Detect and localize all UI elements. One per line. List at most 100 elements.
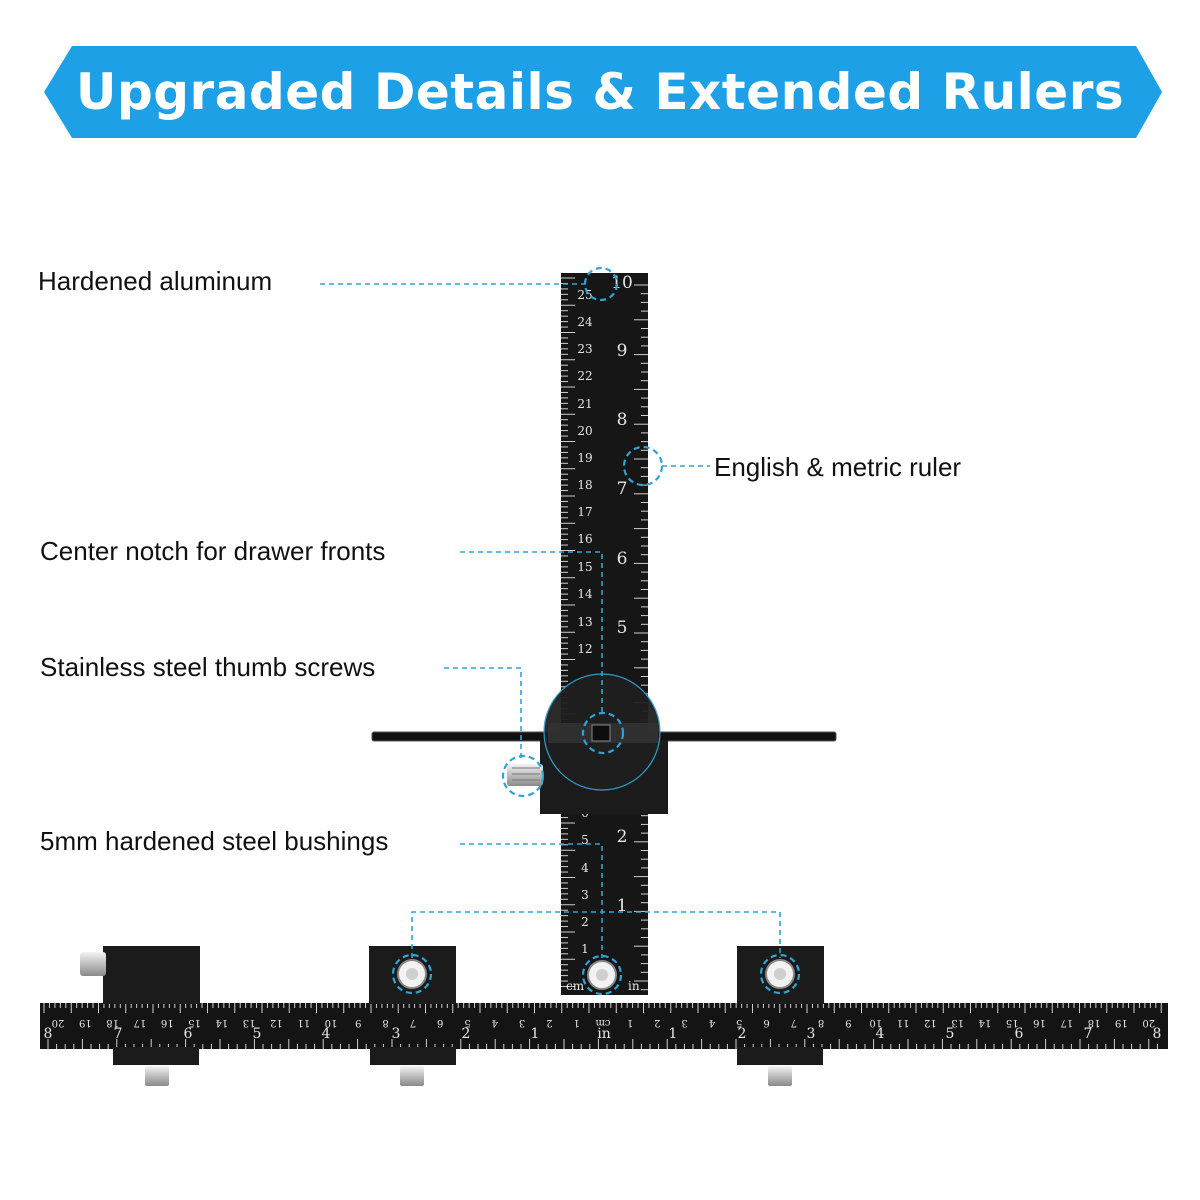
horizontal-inch-label: 3 xyxy=(392,1026,401,1042)
horizontal-center-mark: cm xyxy=(595,1017,611,1028)
horizontal-inch-label: 8 xyxy=(44,1026,53,1042)
leader-center-notch xyxy=(460,551,603,716)
horizontal-cm-label-left: 17 xyxy=(134,1017,147,1028)
horizontal-cm-label-left: 20 xyxy=(52,1017,65,1028)
ring-bushing-center xyxy=(581,954,623,996)
horizontal-cm-label-right: 4 xyxy=(709,1017,715,1028)
vertical-cm-label: 24 xyxy=(577,315,593,329)
horizontal-inch-label: 7 xyxy=(114,1026,123,1042)
vertical-inch-label: 5 xyxy=(617,618,628,638)
vertical-cm-unit: cm xyxy=(566,979,585,993)
horizontal-inch-label: 2 xyxy=(738,1026,747,1042)
vertical-cm-label: 16 xyxy=(577,532,592,546)
horizontal-ruler xyxy=(40,1003,1168,1049)
horizontal-cm-label-left: 12 xyxy=(270,1017,283,1028)
vertical-cm-label: 3 xyxy=(581,888,589,902)
vertical-inch-label: 9 xyxy=(617,341,628,361)
horizontal-cm-label-left: 7 xyxy=(410,1017,416,1028)
ring-bushing-left xyxy=(391,953,433,995)
left-stop-screw xyxy=(80,952,106,976)
horizontal-cm-label-right: 15 xyxy=(1006,1017,1019,1028)
horizontal-cm-label-right: 10 xyxy=(869,1017,882,1028)
vertical-cm-label: 5 xyxy=(581,833,589,847)
horizontal-cm-label-left: 11 xyxy=(297,1017,310,1028)
horizontal-inch-label: 1 xyxy=(531,1026,540,1042)
vertical-cm-label: 23 xyxy=(577,342,592,356)
horizontal-cm-label-right: 6 xyxy=(763,1017,769,1028)
vertical-inch-label: 2 xyxy=(617,827,628,847)
horizontal-cm-label-right: 20 xyxy=(1142,1017,1155,1028)
vertical-cm-label: 4 xyxy=(581,861,589,875)
leader-steel-bushings xyxy=(460,843,603,958)
vertical-cm-label: 18 xyxy=(577,478,592,492)
vertical-in-unit: in xyxy=(628,979,640,993)
horizontal-cm-label-left: 1 xyxy=(574,1017,580,1028)
vertical-cm-label: 12 xyxy=(577,642,592,656)
horizontal-cm-label-left: 10 xyxy=(325,1017,338,1028)
horizontal-cm-label-right: 7 xyxy=(791,1017,797,1028)
horizontal-inch-label: 8 xyxy=(1153,1026,1162,1042)
horizontal-inch-label: 5 xyxy=(253,1026,262,1042)
header-banner xyxy=(44,46,1162,138)
vertical-cm-label: 17 xyxy=(577,505,592,519)
vertical-inch-label: 1 xyxy=(617,896,628,916)
horizontal-cm-label-left: 8 xyxy=(382,1017,388,1028)
horizontal-inch-label: 1 xyxy=(669,1026,678,1042)
vertical-cm-label: 14 xyxy=(577,587,593,601)
horizontal-cm-label-right: 13 xyxy=(951,1017,964,1028)
callout-english-metric-ruler: English & metric ruler xyxy=(714,452,962,482)
ring-english-metric-ruler xyxy=(622,445,664,487)
horizontal-inch-label: 7 xyxy=(1084,1026,1093,1042)
vertical-cm-label: 19 xyxy=(577,451,592,465)
horizontal-inch-label: in xyxy=(597,1026,611,1042)
horizontal-inch-label: 4 xyxy=(322,1026,331,1042)
vertical-inch-label: 6 xyxy=(617,549,628,569)
vertical-ruler xyxy=(561,273,648,995)
vertical-cm-label: 15 xyxy=(577,560,592,574)
horizontal-cm-label-right: 17 xyxy=(1060,1017,1073,1028)
horizontal-cm-label-left: 15 xyxy=(188,1017,201,1028)
ring-center-notch xyxy=(581,711,625,755)
thumb-screw xyxy=(507,764,543,786)
vertical-cm-label: 2 xyxy=(581,915,589,929)
horizontal-inch-label: 2 xyxy=(462,1026,471,1042)
horizontal-inch-label: 6 xyxy=(184,1026,193,1042)
horizontal-cm-label-right: 16 xyxy=(1033,1017,1046,1028)
vertical-cm-label: 13 xyxy=(577,615,592,629)
left-stop-block xyxy=(103,946,200,1004)
horizontal-cm-label-left: 4 xyxy=(492,1017,498,1028)
horizontal-inch-label: 3 xyxy=(807,1026,816,1042)
ring-hardened-aluminum xyxy=(583,266,619,302)
horizontal-cm-label-left: 18 xyxy=(106,1017,119,1028)
callout-hardened-aluminum: Hardened aluminum xyxy=(38,266,273,296)
horizontal-inch-label: 4 xyxy=(876,1026,885,1042)
vertical-cm-label: 20 xyxy=(577,424,592,438)
horizontal-cm-label-left: 9 xyxy=(355,1017,361,1028)
horizontal-cm-label-right: 12 xyxy=(924,1017,937,1028)
horizontal-cm-label-left: 19 xyxy=(79,1017,92,1028)
callout-steel-bushings: 5mm hardened steel bushings xyxy=(40,826,389,856)
ring-thumb-screws xyxy=(501,754,545,798)
horizontal-cm-label-right: 3 xyxy=(681,1017,687,1028)
horizontal-cm-label-right: 9 xyxy=(845,1017,851,1028)
horizontal-cm-label-right: 14 xyxy=(979,1017,992,1028)
leader-bushing-pair xyxy=(411,911,781,958)
vertical-inch-label: 7 xyxy=(617,479,628,499)
horizontal-inch-label: 6 xyxy=(1015,1026,1024,1042)
horizontal-cm-label-left: 3 xyxy=(519,1017,525,1028)
vertical-cm-label: 22 xyxy=(577,369,592,383)
horizontal-cm-label-right: 19 xyxy=(1115,1017,1128,1028)
horizontal-inch-label: 5 xyxy=(946,1026,955,1042)
horizontal-cm-label-left: 16 xyxy=(161,1017,174,1028)
horizontal-cm-label-left: 14 xyxy=(215,1017,228,1028)
horizontal-cm-label-left: 5 xyxy=(464,1017,470,1028)
horizontal-cm-label-right: 18 xyxy=(1088,1017,1101,1028)
page-title: Upgraded Details & Extended Rulers xyxy=(75,63,1125,121)
horizontal-cm-label-right: 8 xyxy=(818,1017,824,1028)
callout-center-notch: Center notch for drawer fronts xyxy=(40,536,386,566)
horizontal-cm-label-right: 1 xyxy=(627,1017,633,1028)
horizontal-cm-label-left: 6 xyxy=(437,1017,443,1028)
vertical-cm-label: 21 xyxy=(577,397,592,411)
horizontal-cm-label-left: 2 xyxy=(546,1017,552,1028)
